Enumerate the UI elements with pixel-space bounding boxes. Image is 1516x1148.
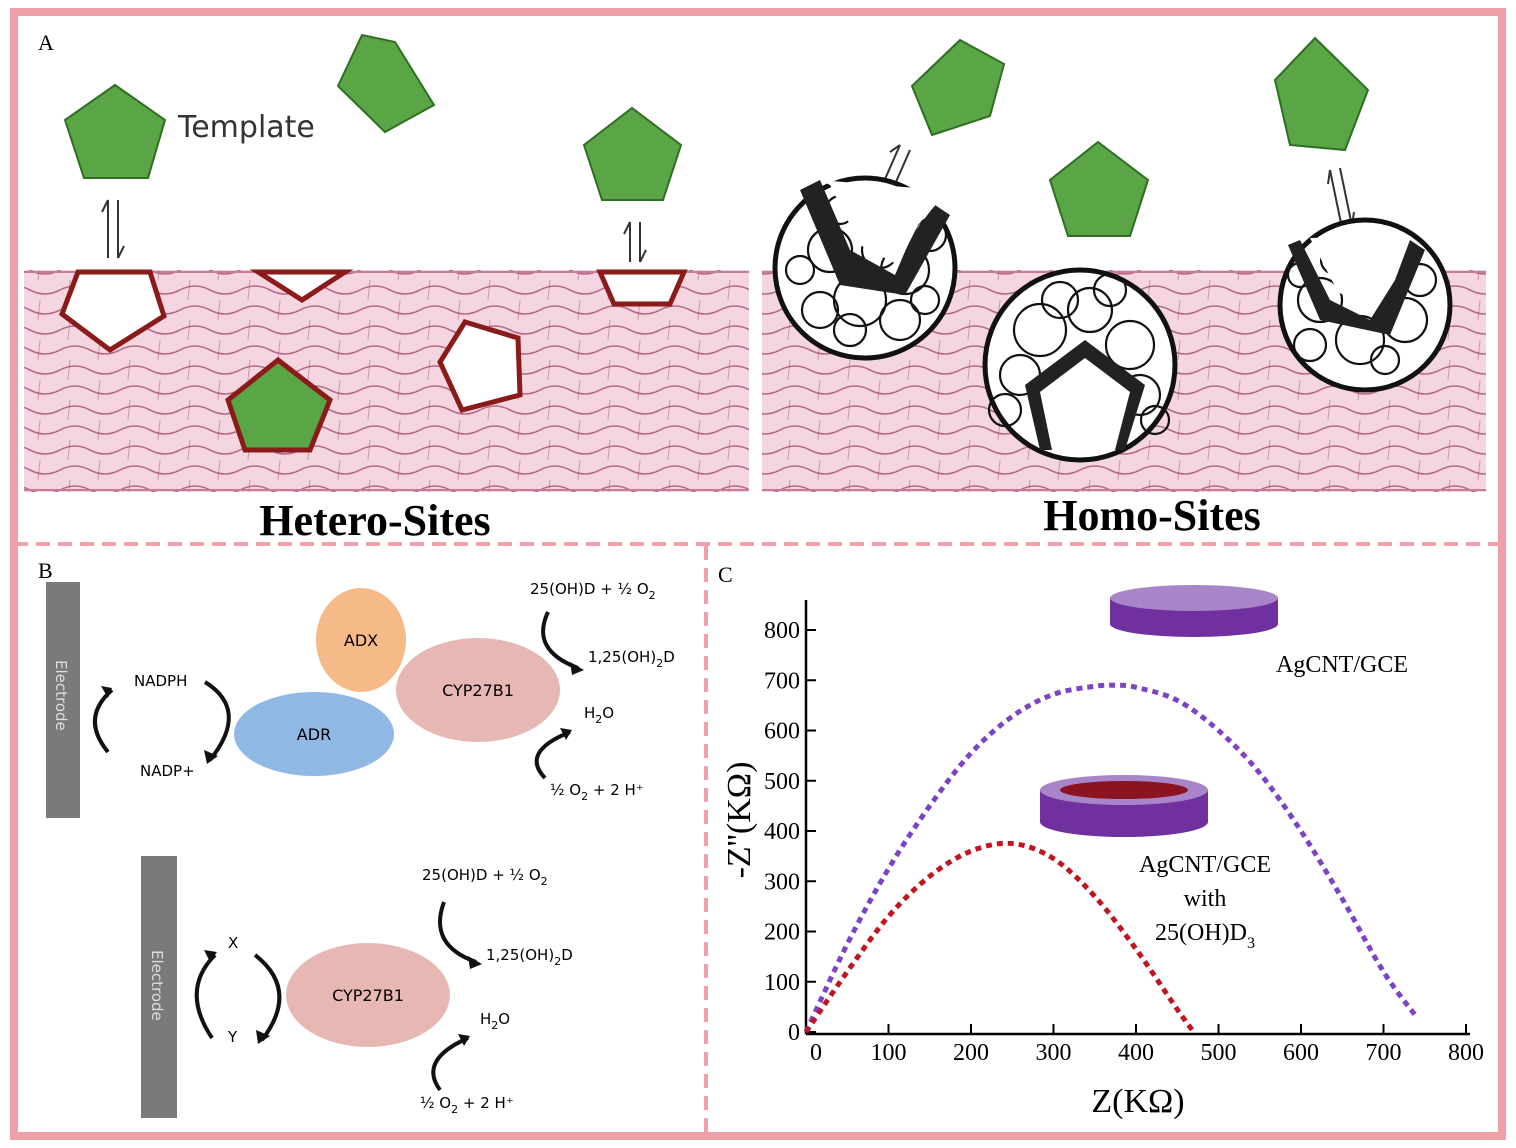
panel-c: C 0 100 200 300 400 500 600 700 800 0 100 200 300 40… (718, 562, 1484, 1120)
equilibrium-arrow-1 (101, 199, 125, 259)
arrow-left-bottom (194, 953, 217, 1040)
x-axis-label: Z(KΩ) (1091, 1083, 1184, 1120)
cyp-bottom-ellipse (286, 943, 450, 1047)
x-tick-label: 800 (1448, 1040, 1484, 1066)
legend-disk-agcnt-25ohd3 (1040, 775, 1208, 837)
series-line-1 (803, 682, 1419, 1034)
y-tick-label: 200 (764, 920, 800, 946)
cavity-empty-embedded (437, 319, 523, 413)
bottom-water: H2O (480, 1010, 510, 1032)
series-line-2 (803, 840, 1196, 1034)
arrow-bottom-substrate (438, 901, 477, 964)
electrode-bottom (141, 856, 177, 1118)
top-substrate: 25(OH)D + ½ O2 (530, 580, 656, 602)
bottom-substrate: 25(OH)D + ½ O2 (422, 866, 548, 888)
panel-b-letter: B (38, 558, 53, 583)
adx-ellipse (316, 588, 406, 692)
panel-b: B Electrode NADPH NADP+ ADX CYP27B1 ADR … (38, 558, 675, 1118)
template-pentagon-4 (910, 38, 1006, 137)
x-label: X (228, 934, 238, 952)
cavity-open-left (58, 269, 167, 354)
bottom-product: 1,25(OH)2D (486, 946, 573, 968)
top-product: 1,25(OH)2D (588, 648, 675, 670)
hetero-sites-label: Hetero-Sites (259, 496, 490, 545)
x-tick-label: 100 (871, 1040, 907, 1066)
panel-c-letter: C (718, 562, 733, 587)
y-tick-label: 0 (788, 1020, 800, 1046)
y-tick-label: 300 (764, 869, 800, 895)
arrow-right-top (203, 680, 231, 762)
adr-label: ADR (297, 725, 331, 744)
x-tick-label: 300 (1036, 1040, 1072, 1066)
homo-site-3 (1277, 217, 1453, 393)
y-ticks: 0 100 200 300 400 500 600 700 800 (764, 618, 816, 1046)
cavity-filled-template (225, 356, 334, 453)
y-tick-label: 700 (764, 668, 800, 694)
homo-sites-label: Homo-Sites (1043, 491, 1261, 540)
x-tick-label: 500 (1201, 1040, 1237, 1066)
panel-a: A Template (24, 30, 1486, 545)
nadph-label: NADPH (134, 672, 187, 690)
homo-site-1 (772, 175, 958, 361)
legend-disk-agcnt (1110, 585, 1278, 637)
adr-ellipse (234, 692, 394, 776)
cyp-top-label: CYP27B1 (442, 681, 514, 700)
electrode-top-label: Electrode (52, 660, 70, 731)
arrow-top-water (534, 730, 571, 780)
equilibrium-arrow-2 (623, 221, 647, 263)
panel-a-letter: A (38, 30, 54, 55)
arrow-top-substrate (541, 611, 579, 670)
cavity-shallow (596, 269, 688, 307)
legend-label-agcnt: AgCNT/GCE (1276, 652, 1408, 678)
top-oxygen: ½ O2 + 2 H⁺ (550, 781, 644, 803)
x-ticks: 0 100 200 300 400 500 600 700 800 (805, 1024, 1484, 1066)
figure-frame (10, 8, 1506, 1140)
legend-label-2-line2: with (1184, 886, 1227, 912)
y-tick-label: 600 (764, 719, 800, 745)
homo-site-2 (982, 267, 1178, 463)
hetero-membrane (24, 270, 749, 492)
y-tick-label: 400 (764, 819, 800, 845)
chart-series (803, 682, 1419, 1034)
y-label: Y (227, 1028, 238, 1046)
y-tick-label: 800 (764, 618, 800, 644)
x-tick-label: 600 (1283, 1040, 1319, 1066)
y-tick-label: 100 (764, 970, 800, 996)
electrode-bottom-label: Electrode (148, 950, 166, 1021)
template-pentagon-2 (336, 33, 436, 134)
electrode-top (46, 582, 80, 818)
template-pentagon-6 (1273, 36, 1370, 152)
x-tick-label: 200 (953, 1040, 989, 1066)
legend-label-2-line3: 25(OH)D3 (1155, 920, 1255, 952)
adx-label: ADX (344, 631, 378, 650)
arrow-right-bottom (253, 953, 282, 1042)
cyp-top-ellipse (396, 638, 560, 742)
x-tick-label: 700 (1366, 1040, 1402, 1066)
x-tick-label: 400 (1118, 1040, 1154, 1066)
arrow-left-top (92, 688, 114, 754)
template-pentagon-1 (63, 83, 167, 179)
template-pentagon-5 (1048, 140, 1150, 237)
cavity-partial (249, 269, 354, 303)
legend-label-2-line1: AgCNT/GCE (1139, 852, 1271, 878)
arrow-bottom-water (431, 1036, 469, 1092)
top-water: H2O (584, 704, 614, 726)
template-label: Template (177, 110, 315, 145)
y-axis-label: -Z''(KΩ) (721, 762, 758, 879)
template-pentagon-3 (582, 106, 683, 201)
y-tick-label: 500 (764, 769, 800, 795)
cyp-bottom-label: CYP27B1 (332, 986, 404, 1005)
x-tick-label: 0 (810, 1040, 822, 1066)
nadp-label: NADP+ (140, 762, 195, 780)
bottom-oxygen: ½ O2 + 2 H⁺ (420, 1094, 514, 1116)
